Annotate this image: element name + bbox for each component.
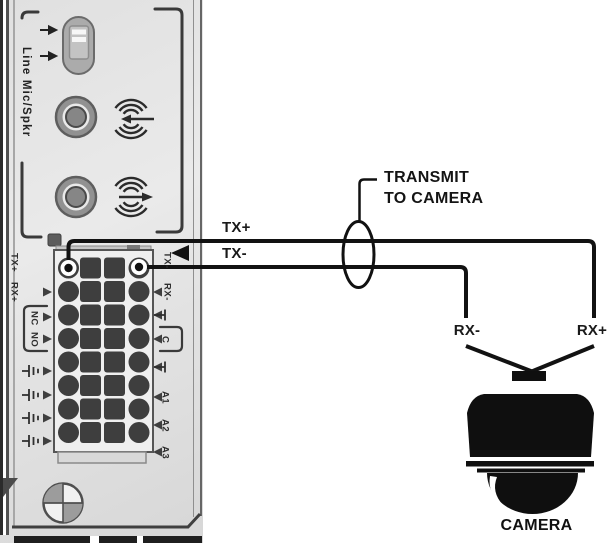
position-arrow: [40, 24, 59, 62]
terminal-hole: [80, 281, 101, 302]
panel-bottom-bar: [14, 536, 202, 543]
tx-minus-wire: [139, 265, 468, 318]
terminal-hole: [58, 328, 79, 349]
terminal-hole: [104, 422, 125, 443]
panel-right-edge-outer: [199, 0, 202, 516]
panel-bottom-edge: [3, 478, 202, 529]
terminal-label-nc: NC: [28, 310, 40, 326]
dome-highlight: [489, 476, 503, 505]
row-pointer-arrow: [43, 413, 52, 423]
rx-plus-drop: [527, 344, 595, 375]
terminal-hole: [128, 281, 150, 302]
terminal-hole: [80, 328, 101, 349]
terminal-hole: [58, 304, 79, 326]
panel-screw: [42, 482, 84, 524]
terminal-hole: [128, 398, 150, 420]
terminal-hole: [80, 422, 101, 443]
audio-out-waves-arrow: [114, 176, 153, 218]
row-pointer-arrow: [43, 287, 52, 297]
panel-right-edge-line: [192, 0, 194, 517]
terminal-hole: [104, 398, 125, 420]
callout-line-1: TRANSMIT: [384, 169, 470, 186]
wire-entry-arrow: [171, 245, 189, 261]
terminal-hole: [80, 304, 101, 326]
terminal-label-txplus: TX+: [8, 253, 20, 273]
terminal-row-marks: [22, 287, 166, 457]
terminal-hole: [104, 257, 125, 279]
terminal-hole: [58, 375, 79, 396]
ground-icon: [22, 365, 39, 377]
terminal-label-rxplus: RX+: [8, 281, 20, 303]
audio-section-frame: [20, 7, 184, 239]
terminal-hole: [128, 304, 150, 326]
dome-camera-icon: [466, 371, 594, 514]
rx-plus-label: RX+: [576, 322, 608, 339]
terminal-hole: [128, 328, 150, 349]
terminal-hole: [58, 351, 79, 373]
terminal-hole: [80, 375, 101, 396]
wire-terminal-points: [60, 259, 147, 276]
terminal-label-rxminus: RX-: [161, 283, 173, 301]
terminal-label-txminus: TX-: [161, 251, 173, 269]
row-pointer-arrow: [153, 420, 162, 430]
rx-minus-drop: [465, 344, 537, 375]
row-pointer-arrow: [43, 334, 52, 344]
row-pointer-arrow: [43, 436, 52, 446]
terminal-hole: [80, 398, 101, 420]
camera-caption: CAMERA: [500, 517, 573, 534]
chassis-edge-gap: [3, 0, 6, 535]
ground-icon: [154, 309, 166, 321]
terminal-hole: [80, 351, 101, 373]
callout-leader-line: [358, 178, 377, 221]
terminal-hole: [58, 281, 79, 302]
terminal-hole: [80, 257, 101, 279]
transmit-callout: TRANSMIT TO CAMERA: [384, 167, 483, 209]
row-pointer-arrow: [153, 392, 162, 402]
terminal-hole: [104, 281, 125, 302]
ground-icon: [22, 435, 39, 447]
ground-icon: [154, 361, 166, 373]
rx-minus-label: RX-: [453, 322, 481, 339]
row-pointer-arrow: [43, 390, 52, 400]
chassis-edge: [0, 0, 3, 535]
terminal-label-no: NO: [28, 332, 40, 348]
audio-out-jack: [54, 175, 98, 219]
bottom-bar-gap: [90, 536, 99, 543]
ground-icon: [22, 412, 39, 424]
terminal-hole: [104, 328, 125, 349]
terminal-label-c: C: [159, 336, 171, 344]
terminal-hole: [58, 398, 79, 420]
audio-in-waves-arrow: [114, 98, 154, 140]
relay-contact-brackets: [22, 304, 184, 353]
row-pointer-arrow: [153, 287, 162, 297]
audio-switch-label: Line Mic/Spkr: [20, 46, 32, 138]
row-pointer-arrow: [153, 334, 162, 344]
row-pointer-arrow: [43, 366, 52, 376]
row-pointer-arrow: [43, 312, 52, 322]
terminal-label-a2: A2: [159, 419, 171, 433]
panel-inner-line: [13, 0, 15, 527]
terminal-hole: [128, 375, 150, 396]
terminal-hole: [128, 351, 150, 373]
tx-plus-label: TX+: [222, 219, 251, 236]
bottom-bar-gap: [137, 536, 143, 543]
terminal-hole: [104, 375, 125, 396]
cable-bundle-ellipse: [341, 220, 376, 289]
slide-switch: [62, 16, 95, 75]
tx-minus-label: TX-: [222, 245, 247, 262]
terminal-hole: [58, 422, 79, 443]
tx-plus-wire: [66, 239, 596, 318]
terminal-label-a3: A3: [159, 446, 171, 460]
chassis-edge-inner: [5, 0, 9, 535]
terminal-label-a1: A1: [159, 391, 171, 405]
terminal-hole: [104, 304, 125, 326]
twisted-pair-wires: [66, 239, 596, 375]
terminal-hole: [128, 422, 150, 443]
ground-icon: [22, 389, 39, 401]
audio-in-jack: [54, 95, 98, 139]
row-pointer-arrow: [153, 447, 162, 457]
terminal-hole: [104, 351, 125, 373]
callout-line-2: TO CAMERA: [384, 190, 484, 207]
